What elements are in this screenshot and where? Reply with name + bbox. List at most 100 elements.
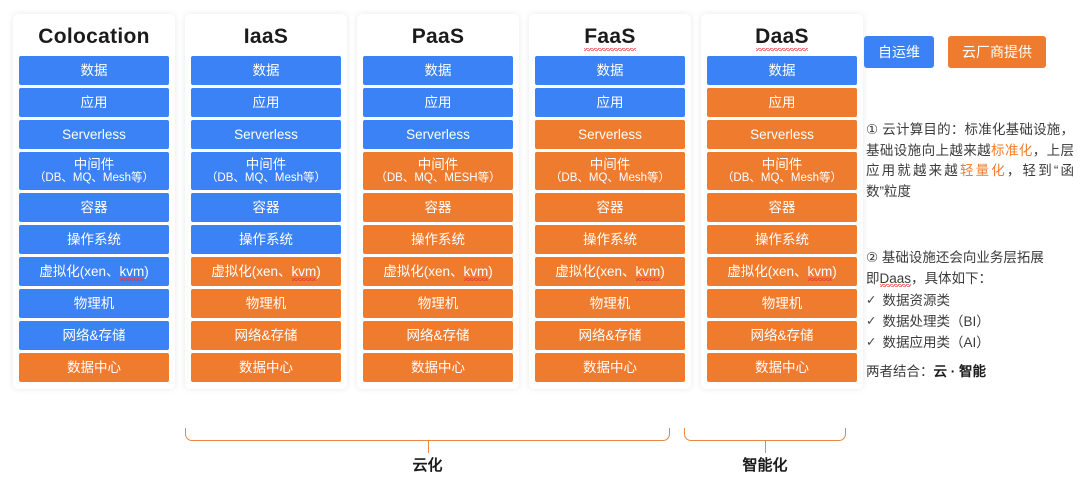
layer-row-net: 网络&存储 (19, 321, 169, 350)
layer-label: Serverless (406, 126, 470, 142)
layer-row-data: 数据 (535, 56, 685, 85)
layer-sublabel: （DB、MQ、Mesh等） (549, 172, 671, 185)
layer-rows: 数据应用 Serverless 中间件（DB、MQ、Mesh等） 容器操作系统虚拟化(… (535, 56, 685, 382)
layer-label: 数据中心 (67, 359, 121, 375)
layer-row-sl: Serverless (191, 120, 341, 149)
conclusion-emphasis: 云 · 智能 (933, 364, 987, 379)
layer-label: 虚拟化(xen、kvm) (211, 263, 321, 279)
layer-label: 应用 (80, 94, 108, 110)
note-marker: ① (866, 122, 879, 137)
card-title: PaaS (411, 25, 465, 48)
layer-row-os: 操作系统 (191, 225, 341, 254)
layer-row-app: 应用 (19, 88, 169, 117)
layer-row-virt: 虚拟化(xen、kvm) (191, 257, 341, 286)
layer-row-mw: 中间件（DB、MQ、Mesh等） (535, 152, 685, 190)
layer-row-sl: Serverless (363, 120, 513, 149)
layer-row-os: 操作系统 (363, 225, 513, 254)
note-text: 即 (866, 270, 880, 286)
layer-row-container: 容器 (535, 193, 685, 222)
layer-label: 数据中心 (755, 359, 809, 375)
note-text: ，具体如下： (911, 270, 993, 286)
layer-label: 中间件 (245, 157, 287, 172)
layer-label: 中间件 (73, 157, 115, 172)
layer-row-app: 应用 (363, 88, 513, 117)
legend: 自运维云厂商提供 (864, 36, 1046, 68)
note-highlight-standardize: 标准化 (991, 142, 1033, 158)
layer-label: 操作系统 (239, 231, 293, 247)
layer-label: 数据中心 (239, 359, 293, 375)
legend-chip-cloud-provided: 云厂商提供 (948, 36, 1046, 68)
card-title: IaaS (243, 25, 289, 48)
layer-label: 操作系统 (411, 231, 465, 247)
layer-row-net: 网络&存储 (707, 321, 857, 350)
layer-label: 容器 (424, 199, 452, 215)
check-label: 数据资源类 (882, 293, 950, 309)
layer-row-mw: 中间件（DB、MQ、Mesh等） (707, 152, 857, 190)
layer-row-net: 网络&存储 (535, 321, 685, 350)
check-item: ✓数据应用类（AI） (866, 333, 1074, 354)
layer-row-data: 数据 (19, 56, 169, 85)
layer-row-data: 数据 (707, 56, 857, 85)
layer-label: 操作系统 (755, 231, 809, 247)
layer-label: 物理机 (417, 295, 459, 311)
check-list: ✓数据资源类✓数据处理类（BI）✓数据应用类（AI） (866, 291, 1074, 354)
layer-label: 应用 (596, 94, 624, 110)
layer-row-sl: Serverless (535, 120, 685, 149)
layer-label: 网络&存储 (406, 327, 470, 343)
layer-row-mw: 中间件（DB、MQ、MESH等） (363, 152, 513, 190)
kvm-text: kvm (291, 263, 317, 279)
layer-row-app: 应用 (535, 88, 685, 117)
layer-label: Serverless (62, 126, 126, 142)
check-label: 数据应用类（AI） (882, 334, 990, 350)
bracket-stem (427, 441, 429, 453)
check-label: 数据处理类（BI） (882, 313, 990, 329)
layer-label: 应用 (424, 94, 452, 110)
layer-label: 容器 (596, 199, 624, 215)
layer-label: 物理机 (73, 295, 115, 311)
layer-label: 数据 (252, 62, 280, 78)
layer-row-net: 网络&存储 (363, 321, 513, 350)
bracket-arc (684, 428, 846, 441)
layer-row-dc: 数据中心 (535, 353, 685, 382)
layer-label: 物理机 (245, 295, 287, 311)
note-text: ，轻到“函数”粒度 (866, 163, 1075, 199)
layer-row-os: 操作系统 (707, 225, 857, 254)
layer-row-data: 数据 (191, 56, 341, 85)
layer-row-os: 操作系统 (535, 225, 685, 254)
layer-label: 中间件 (589, 157, 631, 172)
daas-term: Daas (879, 270, 912, 286)
layer-label: 网络&存储 (234, 327, 298, 343)
note-cloud-purpose: ① 云计算目的：标准化基础设施，基础设施向上越来越标准化，上层应用就越来越轻量化… (866, 120, 1074, 202)
layer-row-app: 应用 (707, 88, 857, 117)
layer-label: 数据中心 (583, 359, 637, 375)
layer-label: 数据 (768, 62, 796, 78)
layer-label: 虚拟化(xen、kvm) (383, 263, 493, 279)
layer-row-hw: 物理机 (191, 289, 341, 318)
layer-label: 数据中心 (411, 359, 465, 375)
kvm-text: kvm (119, 263, 145, 279)
layer-label: 容器 (768, 199, 796, 215)
layer-label: 数据 (424, 62, 452, 78)
stack-card-paas: PaaS 数据应用 Serverless 中间件（DB、MQ、MESH等） 容器操作系统… (357, 14, 519, 389)
layer-sublabel: （DB、MQ、Mesh等） (33, 172, 155, 185)
layer-row-data: 数据 (363, 56, 513, 85)
layer-sublabel: （DB、MQ、MESH等） (375, 172, 501, 185)
layer-row-virt: 虚拟化(xen、kvm) (19, 257, 169, 286)
layer-label: 应用 (252, 94, 280, 110)
check-item: ✓数据资源类 (866, 291, 1074, 312)
layer-row-sl: Serverless (19, 120, 169, 149)
layer-label: 中间件 (761, 157, 803, 172)
layer-label: 容器 (80, 199, 108, 215)
layer-label: 操作系统 (583, 231, 637, 247)
layer-label: Serverless (578, 126, 642, 142)
layer-row-virt: 虚拟化(xen、kvm) (535, 257, 685, 286)
layer-label: Serverless (750, 126, 814, 142)
layer-label: 应用 (768, 94, 796, 110)
